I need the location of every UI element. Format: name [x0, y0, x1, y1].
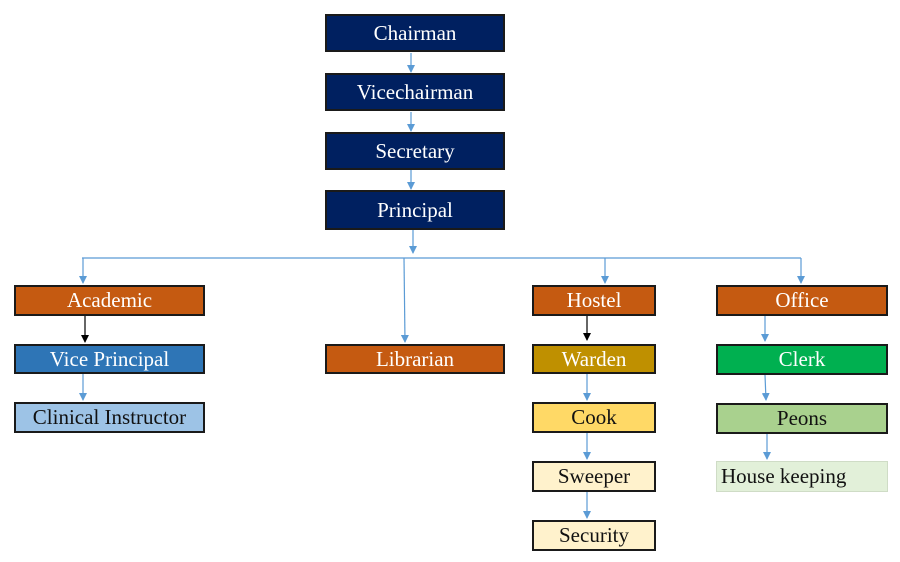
- node-label: Clerk: [778, 347, 826, 371]
- arrow-clerk-peons: [761, 374, 770, 401]
- node-cook: Cook: [532, 402, 656, 433]
- node-security: Security: [532, 520, 656, 551]
- node-label: Chairman: [373, 20, 457, 45]
- node-label: Cook: [571, 405, 617, 429]
- node-label: Librarian: [375, 346, 455, 371]
- node-label: Vice Principal: [49, 346, 170, 371]
- node-clerk: Clerk: [716, 344, 888, 375]
- node-office: Office: [716, 285, 888, 316]
- node-label: Secretary: [375, 138, 455, 163]
- node-label: Vicechairman: [356, 79, 474, 104]
- node-label: Academic: [66, 288, 153, 312]
- arrow-bus-librarian: [400, 257, 409, 343]
- node-label: Clinical Instructor: [32, 405, 187, 429]
- node-house-keeping: House keeping: [716, 461, 888, 492]
- node-label: Warden: [561, 346, 627, 371]
- node-secretary: Secretary: [325, 132, 505, 170]
- node-label: Office: [775, 288, 829, 312]
- node-vicechairman: Vicechairman: [325, 73, 505, 111]
- node-hostel: Hostel: [532, 285, 656, 316]
- node-label: House keeping: [721, 464, 847, 488]
- node-vice-principal: Vice Principal: [14, 344, 205, 374]
- node-label: Peons: [776, 406, 828, 430]
- node-sweeper: Sweeper: [532, 461, 656, 492]
- node-academic: Academic: [14, 285, 205, 316]
- node-label: Security: [559, 523, 629, 547]
- node-chairman: Chairman: [325, 14, 505, 52]
- node-warden: Warden: [532, 344, 656, 374]
- node-label: Sweeper: [557, 464, 631, 488]
- node-librarian: Librarian: [325, 344, 505, 374]
- node-label: Principal: [377, 197, 453, 222]
- node-label: Hostel: [566, 288, 622, 312]
- node-principal: Principal: [325, 190, 505, 230]
- node-clinical-instructor: Clinical Instructor: [14, 402, 205, 433]
- node-peons: Peons: [716, 403, 888, 434]
